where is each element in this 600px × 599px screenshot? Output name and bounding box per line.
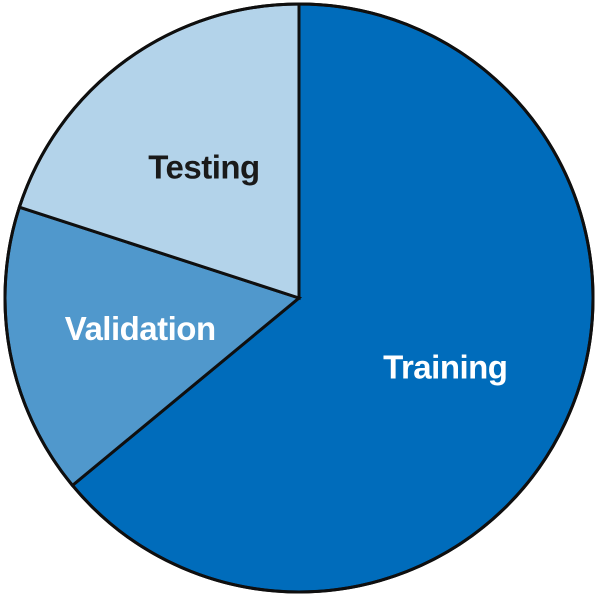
slice-label-training: Training xyxy=(383,348,507,385)
pie-outline xyxy=(3,2,595,594)
labels-layer: Training Validation Testing xyxy=(65,149,508,386)
slices-layer xyxy=(3,2,595,594)
slice-label-testing: Testing xyxy=(148,149,259,186)
slice-label-validation: Validation xyxy=(65,310,216,347)
